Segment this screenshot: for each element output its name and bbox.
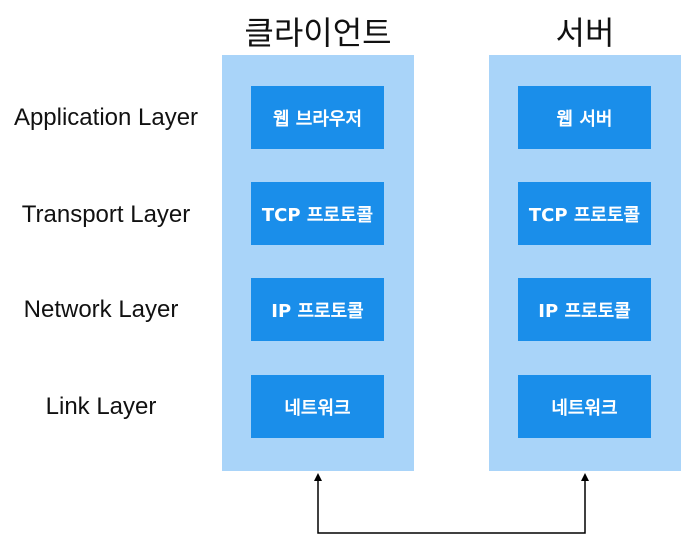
client-transport-box: TCP 프로토콜 — [251, 182, 384, 245]
server-title: 서버 — [555, 14, 615, 52]
server-network-box: IP 프로토콜 — [518, 278, 651, 341]
client-application-box: 웹 브라우저 — [251, 86, 384, 149]
layer-label-link: Link Layer — [45, 393, 157, 420]
layer-label-transport: Transport Layer — [21, 201, 191, 228]
layer-label-application: Application Layer — [13, 104, 199, 131]
layer-label-network: Network Layer — [23, 296, 179, 323]
client-title: 클라이언트 — [244, 14, 392, 52]
client-link-box: 네트워크 — [251, 375, 384, 438]
client-column: 웹 브라우저 TCP 프로토콜 IP 프로토콜 네트워크 — [222, 55, 414, 471]
connection-arrow — [314, 473, 589, 534]
server-column: 웹 서버 TCP 프로토콜 IP 프로토콜 네트워크 — [489, 55, 681, 471]
client-network-box: IP 프로토콜 — [251, 278, 384, 341]
server-link-box: 네트워크 — [518, 375, 651, 438]
server-transport-box: TCP 프로토콜 — [518, 182, 651, 245]
server-application-box: 웹 서버 — [518, 86, 651, 149]
